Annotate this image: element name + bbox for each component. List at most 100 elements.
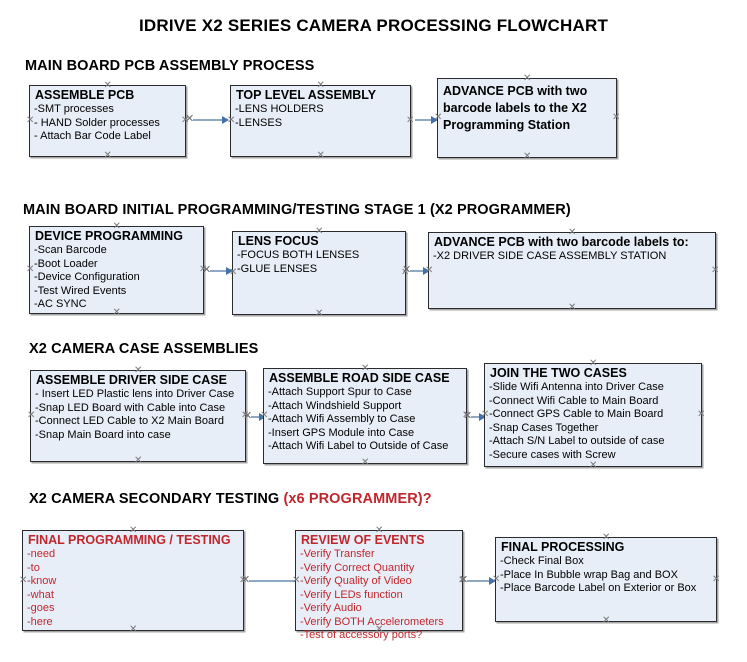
- node-line: -GLUE LENSES: [237, 262, 318, 275]
- node-line: - Insert LED Plastic lens into Driver Ca…: [35, 388, 235, 400]
- section-header-text: X2 CAMERA CASE ASSEMBLIES: [29, 341, 259, 357]
- node-handle-top[interactable]: [589, 360, 597, 368]
- node-handle-bottom[interactable]: [129, 626, 137, 634]
- node-handle-bottom[interactable]: [317, 152, 325, 160]
- node-handle-top[interactable]: [568, 229, 576, 237]
- node-handle-bottom[interactable]: [523, 153, 531, 161]
- node-handle-left[interactable]: [260, 412, 268, 420]
- node-handle-left[interactable]: [492, 576, 500, 584]
- connector-handle-start[interactable]: [402, 266, 411, 275]
- node-handle-bottom[interactable]: [104, 152, 112, 160]
- node-line: -FOCUS BOTH LENSES: [237, 249, 360, 261]
- node-handle-left[interactable]: [481, 411, 489, 419]
- node-handle-bottom[interactable]: [361, 459, 369, 467]
- node-line: -Slide Wifi Antenna into Driver Case: [489, 381, 664, 393]
- node-handle-top[interactable]: [361, 365, 369, 373]
- node-handle-top[interactable]: [317, 82, 325, 90]
- node-handle-left[interactable]: [19, 577, 27, 585]
- node-handle-top[interactable]: [134, 367, 142, 375]
- node-handle-right[interactable]: [406, 117, 414, 125]
- node-line: -Attach Wifi Label to Outside of Case: [268, 440, 449, 452]
- section-header-text: MAIN BOARD PCB ASSEMBLY PROCESS: [25, 58, 315, 74]
- connector-handle-start[interactable]: [463, 412, 472, 421]
- node-handle-left[interactable]: [434, 114, 442, 122]
- node-review-of-events[interactable]: REVIEW OF EVENTS -Verify Transfer -Verif…: [292, 527, 463, 641]
- node-line: -Attach Wifi Assembly to Case: [268, 413, 416, 425]
- node-line: -Snap Main Board into case: [35, 428, 171, 441]
- connector-handle-start[interactable]: [202, 266, 211, 275]
- node-title: DEVICE PROGRAMMING: [35, 229, 183, 243]
- section-header-x2-camera-secondary-testing: X2 CAMERA SECONDARY TESTING (x6 PROGRAMM…: [29, 491, 432, 507]
- node-handle-top[interactable]: [602, 534, 610, 542]
- connector-device-prog-to-lens-focus: [210, 270, 230, 272]
- node-line: -Connect Wifi Cable to Main Board: [489, 394, 659, 407]
- connector-road-case-to-join-cases: [471, 416, 484, 418]
- node-title: ADVANCE PCB with two barcode labels to t…: [443, 84, 588, 132]
- node-assemble-road-side-case[interactable]: ASSEMBLE ROAD SIDE CASE -Attach Support …: [263, 368, 467, 464]
- node-handle-right[interactable]: [712, 576, 720, 584]
- section-header-main-board-pcb-assembly: MAIN BOARD PCB ASSEMBLY PROCESS: [25, 58, 314, 74]
- node-device-programming[interactable]: DEVICE PROGRAMMING -Scan Barcode -Boot L…: [29, 226, 204, 314]
- node-handle-top[interactable]: [315, 228, 323, 236]
- connector-handle-start[interactable]: [243, 412, 252, 421]
- node-handle-left[interactable]: [26, 266, 34, 274]
- node-handle-bottom[interactable]: [375, 626, 383, 634]
- node-handle-bottom[interactable]: [315, 310, 323, 318]
- connector-arrowhead: [222, 115, 229, 124]
- node-final-processing[interactable]: FINAL PROCESSING -Check Final Box -Place…: [495, 537, 717, 622]
- node-body: REVIEW OF EVENTS -Verify Transfer -Verif…: [296, 531, 462, 643]
- node-handle-top[interactable]: [104, 82, 112, 90]
- node-handle-bottom[interactable]: [113, 309, 121, 317]
- node-handle-left[interactable]: [227, 117, 235, 125]
- connector-handle-start[interactable]: [185, 115, 194, 124]
- node-final-programming-testing[interactable]: FINAL PROGRAMMING / TESTING -need -to -k…: [22, 530, 244, 631]
- node-handle-left[interactable]: [27, 412, 35, 420]
- node-line: -Device Configuration: [34, 271, 140, 283]
- node-handle-left[interactable]: [292, 577, 300, 585]
- node-line: -SMT processes: [34, 103, 114, 115]
- node-handle-left[interactable]: [229, 269, 237, 277]
- node-handle-right[interactable]: [612, 114, 620, 122]
- node-title: JOIN THE TWO CASES: [490, 366, 627, 380]
- node-line: -X2 DRIVER SIDE CASE ASSEMBLY STATION: [433, 250, 667, 262]
- node-assemble-pcb[interactable]: ASSEMBLE PCB -SMT processes - HAND Solde…: [29, 85, 186, 157]
- node-handle-bottom[interactable]: [589, 462, 597, 470]
- node-handle-bottom[interactable]: [602, 617, 610, 625]
- node-handle-top[interactable]: [129, 527, 137, 535]
- node-line: -AC SYNC: [34, 298, 87, 310]
- page-title: IDRIVE X2 SERIES CAMERA PROCESSING FLOWC…: [138, 16, 609, 35]
- node-join-the-two-cases[interactable]: JOIN THE TWO CASES -Slide Wifi Antenna i…: [484, 363, 702, 467]
- node-line: -Secure cases with Screw: [489, 448, 616, 461]
- node-handle-left[interactable]: [425, 267, 433, 275]
- node-title: ASSEMBLE ROAD SIDE CASE: [269, 371, 450, 385]
- connector-pcb-to-top-level: [193, 119, 226, 121]
- node-title: TOP LEVEL ASSEMBLY: [236, 88, 377, 102]
- node-handle-bottom[interactable]: [134, 457, 142, 465]
- node-line: -LENS HOLDERS: [235, 103, 324, 115]
- node-line: - HAND Solder processes: [34, 116, 160, 129]
- node-top-level-assembly[interactable]: TOP LEVEL ASSEMBLY -LENS HOLDERS -LENSES: [230, 85, 411, 157]
- node-lens-focus[interactable]: LENS FOCUS -FOCUS BOTH LENSES -GLUE LENS…: [232, 231, 406, 315]
- section-header-main-board-initial-programming: MAIN BOARD INITIAL PROGRAMMING/TESTING S…: [23, 202, 571, 218]
- node-handle-top[interactable]: [375, 527, 383, 535]
- node-handle-top[interactable]: [523, 75, 531, 83]
- connector-handle-start[interactable]: [459, 576, 468, 585]
- node-handle-top[interactable]: [113, 223, 121, 231]
- node-title: REVIEW OF EVENTS: [301, 533, 425, 547]
- node-line: -need: [27, 548, 56, 560]
- node-handle-bottom[interactable]: [568, 304, 576, 312]
- connector-handle-start[interactable]: [241, 576, 250, 585]
- node-line: -Snap LED Board with Cable into Case: [35, 401, 226, 414]
- section-header-text: MAIN BOARD INITIAL PROGRAMMING/TESTING S…: [23, 202, 571, 218]
- node-line-overflow: -Test of accessory ports?: [300, 629, 423, 641]
- node-line: -LENSES: [235, 116, 283, 129]
- section-header-x2-camera-case-assemblies: X2 CAMERA CASE ASSEMBLIES: [29, 341, 258, 357]
- node-advance-pcb-to-driver-side-case[interactable]: ADVANCE PCB with two barcode labels to: …: [428, 232, 716, 309]
- node-advance-pcb-to-x2-programming-station[interactable]: ADVANCE PCB with two barcode labels to t…: [437, 78, 617, 158]
- node-handle-right[interactable]: [697, 411, 705, 419]
- node-assemble-driver-side-case[interactable]: ASSEMBLE DRIVER SIDE CASE - Insert LED P…: [30, 370, 246, 462]
- node-line: -Place Barcode Label on Exterior or Box: [500, 582, 697, 594]
- node-line: -Test Wired Events: [34, 284, 127, 297]
- node-handle-left[interactable]: [26, 117, 34, 125]
- node-handle-right[interactable]: [711, 267, 719, 275]
